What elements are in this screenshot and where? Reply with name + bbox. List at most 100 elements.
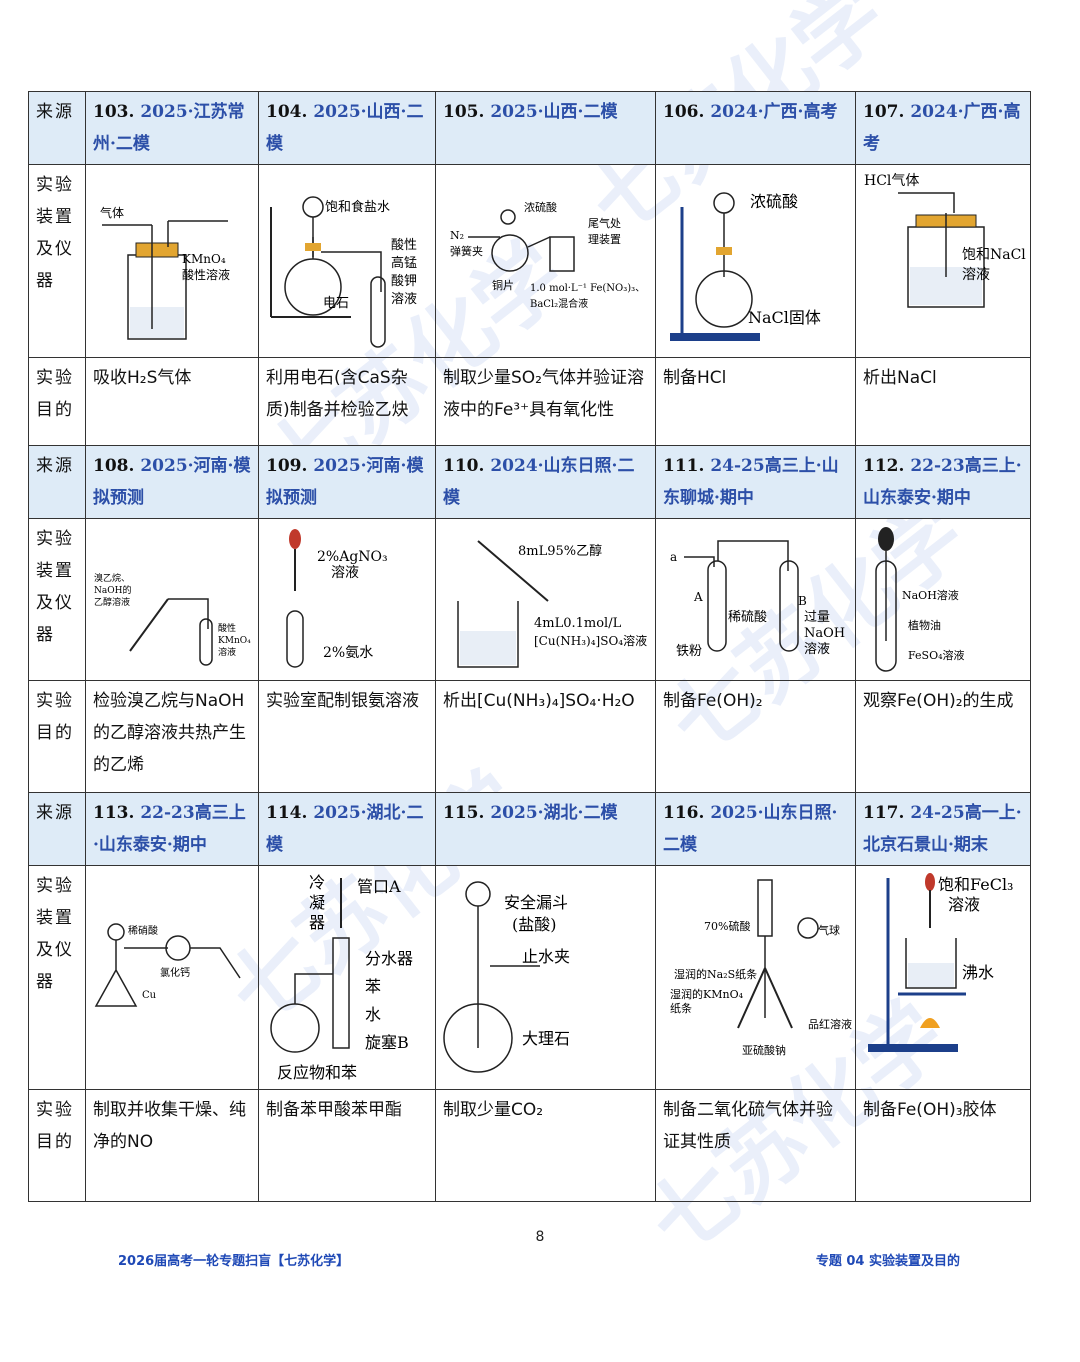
- purpose-cell: 利用电石(含CaS杂质)制备并检验乙炔: [258, 357, 436, 446]
- apparatus-row: 实验装置及仪器 稀硝酸 氯化钙 Cu 冷 凝 器 管口A: [28, 865, 1031, 1090]
- svg-text:N₂: N₂: [450, 229, 464, 242]
- colloid-preparation-diagram: 饱和FeCl₃ 溶液 沸水: [868, 873, 1013, 1052]
- svg-text:KMnO₄: KMnO₄: [182, 252, 226, 266]
- source-row: 来源 108. 2025·河南·模拟预测 109. 2025·河南·模拟预测 1…: [28, 445, 1031, 519]
- apparatus-113: 稀硝酸 氯化钙 Cu: [85, 865, 259, 1090]
- svg-text:弹簧夹: 弹簧夹: [450, 244, 483, 258]
- purpose-cell: 制取并收集干燥、纯净的NO: [85, 1089, 259, 1202]
- purpose-cell: 析出NaCl: [855, 357, 1031, 446]
- svg-text:苯: 苯: [365, 977, 381, 996]
- svg-text:酸钾: 酸钾: [391, 274, 417, 289]
- svg-text:铜片: 铜片: [492, 278, 514, 292]
- svg-text:反应物和苯: 反应物和苯: [277, 1063, 357, 1082]
- apparatus-110: 8mL95%乙醇 4mL0.1mol/L [Cu(NH₃)₄]SO₄溶液: [435, 518, 656, 681]
- svg-text:止水夹: 止水夹: [522, 947, 570, 966]
- svg-text:气球: 气球: [818, 923, 840, 937]
- source-cell: 117. 24-25高一上·北京石景山·期末: [855, 792, 1031, 866]
- apparatus-label: 实验装置及仪器: [28, 518, 86, 681]
- elimination-reaction-diagram: 溴乙烷、 NaOH的 乙醇溶液 酸性 KMnO₄ 溶液: [94, 572, 251, 666]
- apparatus-label: 实验装置及仪器: [28, 865, 86, 1090]
- apparatus-row: 实验装置及仪器 溴乙烷、 NaOH的 乙醇溶液 酸性 KMnO₄ 溶液 2%Ag…: [28, 518, 1031, 681]
- svg-text:溶液: 溶液: [218, 646, 236, 658]
- apparatus-106: 浓硫酸 NaCl固体: [655, 164, 856, 358]
- svg-text:亚硫酸钠: 亚硫酸钠: [742, 1043, 786, 1057]
- svg-text:管口A: 管口A: [357, 877, 401, 896]
- apparatus-row: 实验装置及仪器 气体 KMnO₄ 酸性溶液: [28, 164, 1031, 358]
- silver-ammonia-diagram: 2%AgNO₃ 溶液 2%氨水: [286, 529, 388, 668]
- svg-text:尾气处: 尾气处: [588, 216, 621, 230]
- svg-text:NaOH: NaOH: [804, 626, 845, 641]
- svg-text:高锰: 高锰: [391, 255, 417, 271]
- purpose-cell: 制备苯甲酸苯甲酯: [258, 1089, 436, 1202]
- apparatus-111: a A B 稀硫酸 过量 NaOH 溶液 铁粉: [655, 518, 856, 681]
- source-cell: 112. 22-23高三上·山东泰安·期中: [855, 445, 1031, 519]
- purpose-cell: 制取少量CO₂: [435, 1089, 656, 1202]
- source-cell: 111. 24-25高三上·山东聊城·期中: [655, 445, 856, 519]
- svg-text:饱和食盐水: 饱和食盐水: [325, 199, 390, 215]
- svg-text:饱和NaCl: 饱和NaCl: [962, 247, 1026, 263]
- apparatus-107: HCl气体 饱和NaCl 溶液: [855, 164, 1031, 358]
- so2-generator-diagram: N₂ 弹簧夹 浓硫酸 尾气处 理装置 铜片 1.0 mol·L⁻¹ Fe(NO₃…: [450, 200, 645, 310]
- nacl-precipitation-diagram: HCl气体 饱和NaCl 溶液: [864, 173, 1026, 308]
- footer-left: 2026届高考一轮专题扫盲【七苏化学】: [118, 1254, 350, 1269]
- svg-text:湿润的KMnO₄: 湿润的KMnO₄: [670, 987, 744, 1001]
- svg-text:气体: 气体: [100, 205, 124, 220]
- svg-text:器: 器: [309, 913, 325, 932]
- svg-text:溶液: 溶液: [948, 895, 980, 914]
- svg-text:溴乙烷、: 溴乙烷、: [94, 572, 130, 584]
- apparatus-114: 冷 凝 器 管口A 分水器 苯 水 旋塞B 反应物和苯: [258, 865, 436, 1090]
- svg-text:浓硫酸: 浓硫酸: [524, 200, 557, 214]
- purpose-cell: 析出[Cu(NH₃)₄]SO₄·H₂O: [435, 680, 656, 793]
- svg-text:KMnO₄: KMnO₄: [218, 636, 251, 646]
- svg-text:FeSO₄溶液: FeSO₄溶液: [908, 648, 965, 662]
- purpose-cell: 制备Fe(OH)₂: [655, 680, 856, 793]
- purpose-row: 实验目的 吸收H₂S气体 利用电石(含CaS杂质)制备并检验乙炔 制取少量SO₂…: [28, 357, 1031, 446]
- svg-text:溶液: 溶液: [962, 267, 990, 283]
- svg-text:溶液: 溶液: [391, 292, 417, 307]
- svg-text:酸性溶液: 酸性溶液: [182, 267, 230, 282]
- source-cell: 105. 2025·山西·二模: [435, 91, 656, 165]
- apparatus-109: 2%AgNO₃ 溶液 2%氨水: [258, 518, 436, 681]
- crystallization-diagram: 8mL95%乙醇 4mL0.1mol/L [Cu(NH₃)₄]SO₄溶液: [457, 540, 647, 668]
- svg-text:品红溶液: 品红溶液: [808, 1017, 852, 1031]
- acetylene-generator-diagram: 饱和食盐水 电石 酸性 高锰 酸钾 溶液: [270, 196, 417, 348]
- source-row: 来源 103. 2025·江苏常州·二模 104. 2025·山西·二模 105…: [28, 91, 1031, 165]
- source-cell: 109. 2025·河南·模拟预测: [258, 445, 436, 519]
- source-cell: 110. 2024·山东日照·二模: [435, 445, 656, 519]
- svg-text:稀硫酸: 稀硫酸: [728, 610, 767, 625]
- source-cell: 108. 2025·河南·模拟预测: [85, 445, 259, 519]
- svg-text:2%氨水: 2%氨水: [323, 645, 373, 661]
- apparatus-105: N₂ 弹簧夹 浓硫酸 尾气处 理装置 铜片 1.0 mol·L⁻¹ Fe(NO₃…: [435, 164, 656, 358]
- svg-text:B: B: [798, 594, 807, 608]
- source-cell: 115. 2025·湖北·二模: [435, 792, 656, 866]
- svg-text:溶液: 溶液: [804, 642, 830, 657]
- esterification-diagram: 冷 凝 器 管口A 分水器 苯 水 旋塞B 反应物和苯: [270, 873, 413, 1082]
- svg-text:沸水: 沸水: [962, 963, 994, 982]
- svg-text:水: 水: [365, 1005, 381, 1024]
- svg-text:NaCl固体: NaCl固体: [748, 308, 821, 327]
- co2-generator-diagram: 安全漏斗 (盐酸) 止水夹 大理石: [443, 881, 570, 1073]
- svg-text:植物油: 植物油: [908, 618, 941, 632]
- purpose-cell: 制备二氧化硫气体并验证其性质: [655, 1089, 856, 1202]
- purpose-row: 实验目的 检验溴乙烷与NaOH的乙醇溶液共热产生的乙烯 实验室配制银氨溶液 析出…: [28, 680, 1031, 793]
- svg-text:凝: 凝: [309, 893, 325, 912]
- gas-washing-bottle-diagram: 气体 KMnO₄ 酸性溶液: [100, 205, 230, 340]
- purpose-cell: 观察Fe(OH)₂的生成: [855, 680, 1031, 793]
- svg-text:2%AgNO₃: 2%AgNO₃: [317, 549, 388, 565]
- svg-text:酸性: 酸性: [218, 622, 236, 634]
- source-cell: 104. 2025·山西·二模: [258, 91, 436, 165]
- svg-text:8mL95%乙醇: 8mL95%乙醇: [518, 543, 602, 559]
- apparatus-103: 气体 KMnO₄ 酸性溶液: [85, 164, 259, 358]
- footer-right: 专题 04 实验装置及目的: [815, 1254, 960, 1269]
- svg-text:过量: 过量: [804, 610, 830, 625]
- purpose-cell: 制取少量SO₂气体并验证溶液中的Fe³⁺具有氧化性: [435, 357, 656, 446]
- svg-text:大理石: 大理石: [522, 1029, 570, 1048]
- source-cell: 113. 22-23高三上·山东泰安·期中: [85, 792, 259, 866]
- purpose-cell: 实验室配制银氨溶液: [258, 680, 436, 793]
- svg-text:a: a: [670, 550, 677, 564]
- apparatus-115: 安全漏斗 (盐酸) 止水夹 大理石: [435, 865, 656, 1090]
- experiment-table: 来源 103. 2025·江苏常州·二模 104. 2025·山西·二模 105…: [28, 91, 1031, 1202]
- purpose-cell: 吸收H₂S气体: [85, 357, 259, 446]
- svg-text:Cu: Cu: [142, 990, 157, 1001]
- source-cell: 114. 2025·湖北·二模: [258, 792, 436, 866]
